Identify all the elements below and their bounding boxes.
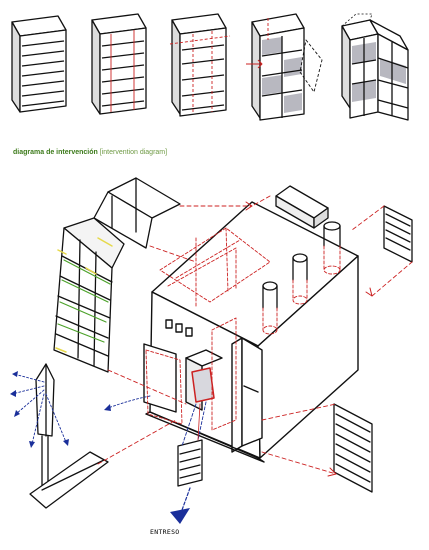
panel-5-folded	[341, 13, 409, 121]
louver-panel-right	[383, 205, 413, 263]
entry-label: ENTRESO	[150, 528, 180, 536]
panel-4-shaded	[246, 13, 323, 121]
panel-1-louvered	[11, 15, 67, 113]
caption-subtitle: [intervention diagram]	[99, 149, 168, 156]
facade-screen	[53, 177, 181, 373]
panel-sequence	[11, 13, 409, 121]
connector-arrowheads	[245, 201, 373, 477]
diagram-caption: diagrama de intervención [intervention d…	[13, 149, 167, 157]
panel-2-red-grid	[91, 13, 147, 115]
entry-louver	[177, 439, 203, 487]
sightline-arrowheads	[10, 371, 111, 448]
connector-lines	[97, 195, 413, 475]
caption-title: diagrama de intervención	[13, 149, 98, 156]
louver-panel-lower-right	[333, 403, 373, 493]
entry-path	[170, 401, 207, 524]
building	[143, 201, 359, 463]
cylinder-extensions	[262, 245, 341, 335]
sightlines	[11, 373, 151, 445]
panel-3-red-dashes	[169, 13, 231, 117]
roof-box	[275, 185, 329, 229]
intervention-outline	[145, 227, 271, 431]
totem-sign	[29, 363, 109, 509]
roof-cylinders	[262, 221, 341, 309]
